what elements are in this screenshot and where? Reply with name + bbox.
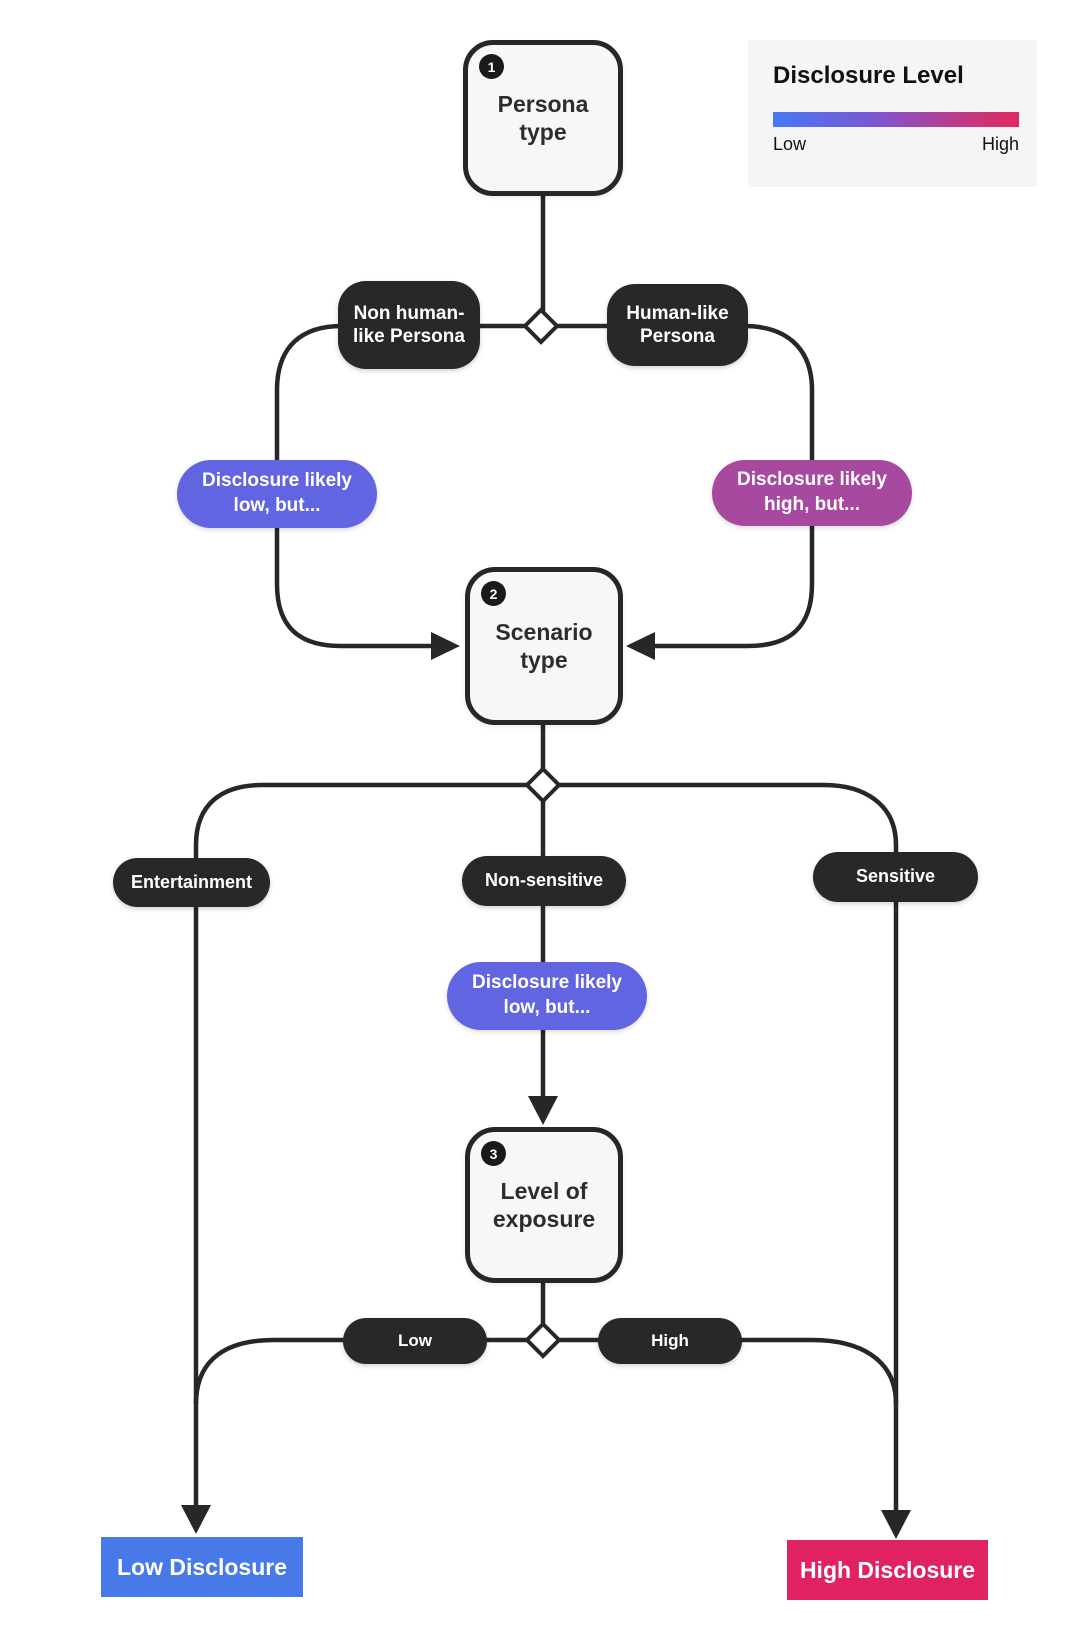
edge-human-to-scenario bbox=[652, 323, 815, 649]
legend-labels: Low High bbox=[773, 134, 1019, 155]
arrowhead-into-scenario-left bbox=[431, 632, 460, 660]
note-disclosure-likely-low-persona: Disclosure likely low, but... bbox=[177, 460, 377, 528]
branch-sensitive: Sensitive bbox=[813, 852, 978, 902]
branch-human-like-persona: Human-like Persona bbox=[607, 284, 748, 366]
arrowhead-into-exposure bbox=[528, 1096, 558, 1125]
note-text: Disclosure likely low, but... bbox=[472, 972, 622, 1018]
diamond-junction-3 bbox=[524, 1321, 562, 1359]
node-level-of-exposure: 3 Level of exposure bbox=[465, 1127, 623, 1283]
node-persona-type: 1 Persona type bbox=[463, 40, 623, 196]
outcome-high-disclosure: High Disclosure bbox=[787, 1540, 988, 1600]
step-badge-1: 1 bbox=[479, 54, 504, 79]
note-text: Disclosure likely low, but... bbox=[202, 470, 352, 516]
arrowhead-into-low-disclosure bbox=[181, 1505, 211, 1534]
branch-non-sensitive: Non-sensitive bbox=[462, 856, 626, 906]
connector-lines bbox=[193, 180, 899, 1511]
legend-panel: Disclosure Level Low High bbox=[748, 40, 1037, 187]
arrowheads bbox=[181, 632, 911, 1539]
legend-low-label: Low bbox=[773, 134, 807, 154]
branch-non-human-like-persona: Non human-like Persona bbox=[338, 281, 480, 369]
note-text: Disclosure likely high, but... bbox=[737, 469, 887, 515]
diamond-junction-2 bbox=[524, 766, 562, 804]
node-persona-type-label: Persona type bbox=[497, 90, 589, 145]
step-badge-2: 2 bbox=[481, 581, 506, 606]
junction-diamonds bbox=[522, 307, 562, 1359]
branch-low-exposure: Low bbox=[343, 1318, 487, 1364]
legend-gradient-bar bbox=[773, 112, 1019, 127]
node-scenario-type-label: Scenario type bbox=[495, 618, 593, 673]
outcome-low-disclosure: Low Disclosure bbox=[101, 1537, 303, 1597]
step-badge-3: 3 bbox=[481, 1141, 506, 1166]
branch-high-exposure: High bbox=[598, 1318, 742, 1364]
diamond-junction-1 bbox=[522, 307, 560, 345]
legend-high-label: High bbox=[981, 134, 1019, 154]
note-disclosure-likely-high-persona: Disclosure likely high, but... bbox=[712, 460, 912, 526]
node-level-of-exposure-label: Level of exposure bbox=[492, 1177, 596, 1232]
edge-scenario-to-sensitive bbox=[543, 782, 899, 858]
legend-title: Disclosure Level bbox=[773, 62, 964, 89]
arrowhead-into-high-disclosure bbox=[881, 1510, 911, 1539]
edge-nonhuman-to-scenario bbox=[274, 323, 434, 649]
branch-entertainment: Entertainment bbox=[113, 858, 270, 907]
note-disclosure-likely-low-scenario: Disclosure likely low, but... bbox=[447, 962, 647, 1030]
node-scenario-type: 2 Scenario type bbox=[465, 567, 623, 725]
edge-scenario-to-entertainment bbox=[193, 782, 543, 864]
arrowhead-into-scenario-right bbox=[626, 632, 655, 660]
